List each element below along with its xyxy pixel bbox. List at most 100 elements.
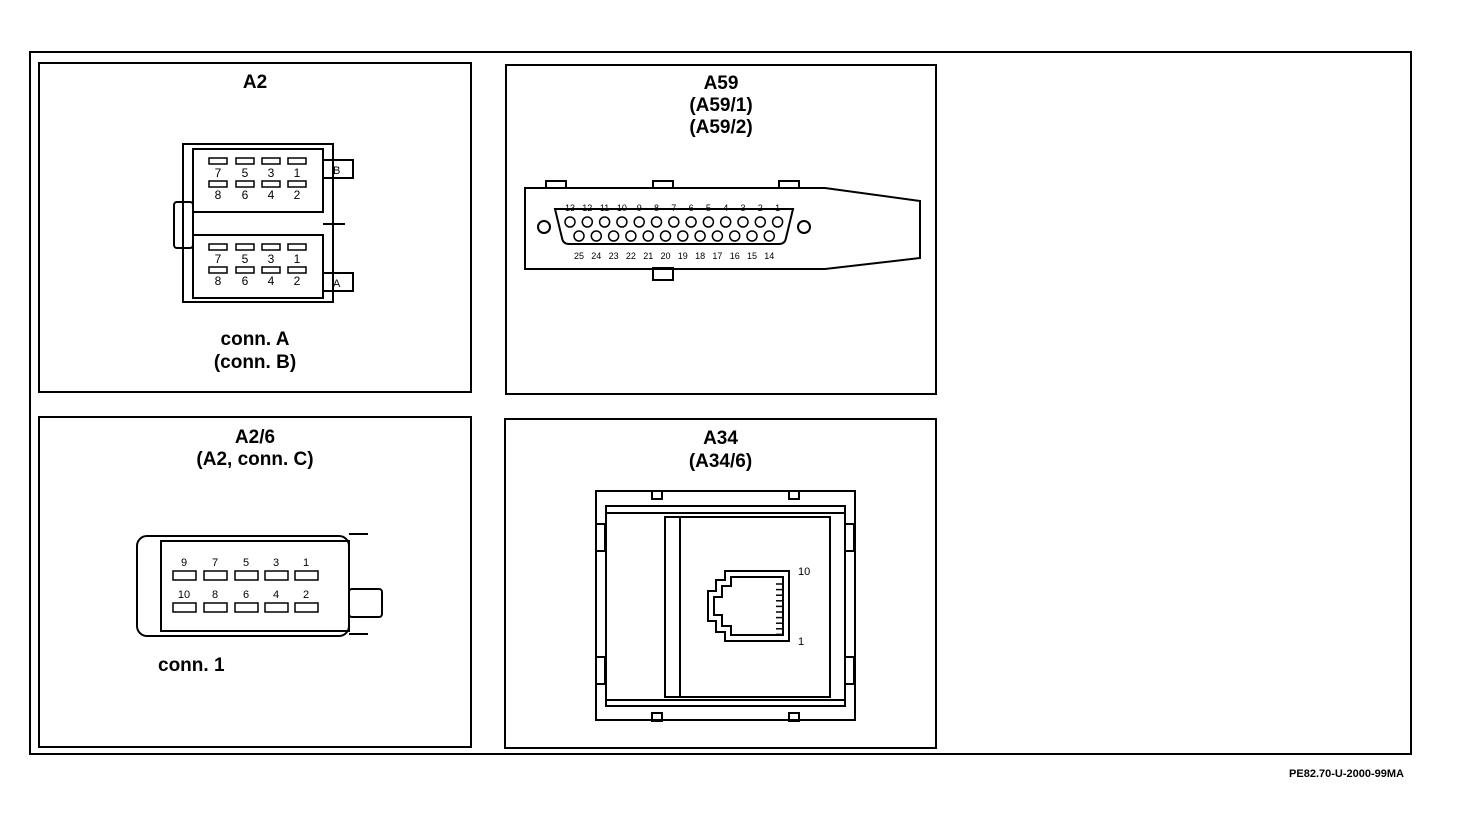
a2-pin-label: 8 [215, 274, 222, 288]
a59-pin-label: 16 [730, 251, 740, 261]
a59-pin-label: 9 [637, 203, 642, 213]
a59-pin-hole [564, 216, 576, 228]
a34-pin-1-label: 1 [798, 636, 804, 648]
a2-6-pin-label: 9 [181, 557, 187, 569]
a2-6-pin-socket [264, 602, 289, 613]
a2-pin-socket [208, 157, 228, 165]
a2-pin-label: 3 [268, 252, 275, 266]
a59-pin-label: 18 [695, 251, 705, 261]
a2-6-pin-socket [294, 570, 319, 581]
a59-pin-hole [677, 230, 689, 242]
a59-pin-hole [633, 216, 645, 228]
a59-pin-label: 15 [747, 251, 757, 261]
a59-pin-hole [711, 230, 724, 242]
a2-pin-label: 2 [294, 188, 301, 202]
a59-pin-hole [616, 216, 628, 228]
panel-a2-title: A2 [242, 72, 268, 93]
a2-6-pin-socket [234, 602, 259, 613]
a2-pin-label: 1 [294, 252, 301, 266]
a59-pin-label: 13 [565, 203, 575, 213]
figure-reference-code: PE82.70-U-2000-99MA [1289, 768, 1404, 780]
a2-6-pin-socket [203, 570, 228, 581]
a2-6-pin-label: 10 [178, 589, 190, 601]
a59-pin-hole [607, 230, 620, 242]
a2-6-pin-label: 8 [212, 589, 218, 601]
a2-6-pin-socket [234, 570, 259, 581]
a2-6-pin-socket [172, 570, 197, 581]
a2-side-label-a: A [333, 278, 341, 290]
a2-pin-label: 4 [268, 188, 275, 202]
a59-pin-hole [650, 216, 663, 228]
a59-pin-label: 19 [678, 251, 688, 261]
a59-pin-label: 23 [609, 251, 619, 261]
a59-pin-label: 11 [600, 203, 609, 213]
a2-6-pin-label: 2 [303, 589, 309, 601]
a59-pin-hole [694, 230, 706, 242]
a34-jack-contacts [776, 583, 783, 636]
a59-pin-label: 12 [582, 203, 592, 213]
a59-pin-hole [581, 216, 594, 228]
a2-pin-socket [287, 180, 307, 188]
a59-pin-hole [598, 216, 611, 228]
a59-pin-label: 20 [660, 251, 670, 261]
a2-6-pin-label: 7 [212, 557, 218, 569]
a2-pin-socket [235, 180, 255, 188]
a59-pin-hole [642, 230, 654, 242]
diagram-frame [29, 51, 1412, 755]
a2-pin-socket [261, 180, 281, 188]
a59-pin-label: 3 [740, 203, 745, 213]
a59-pin-label: 17 [712, 251, 722, 261]
a59-pin-label: 8 [654, 203, 659, 213]
a59-pin-hole [590, 230, 603, 242]
panel-a2-6-title: A2/6 [234, 427, 276, 448]
a2-pin-label: 2 [294, 274, 301, 288]
a59-pin-label: 5 [706, 203, 711, 213]
a2-pin-label: 5 [242, 166, 249, 180]
a2-pin-label: 4 [268, 274, 275, 288]
a59-pin-hole [728, 230, 741, 242]
a2-6-pin-socket [172, 602, 197, 613]
a59-pin-label: 10 [617, 203, 627, 213]
a59-pin-hole [771, 216, 784, 228]
a59-pin-label: 25 [574, 251, 584, 261]
a2-pin-label: 7 [215, 252, 222, 266]
a59-pin-hole [659, 230, 672, 242]
a2-pin-label: 1 [294, 166, 301, 180]
a59-pin-hole [668, 216, 680, 228]
a2-6-pin-label: 1 [303, 557, 309, 569]
a59-pin-hole [746, 230, 758, 242]
a2-pin-socket [287, 266, 307, 274]
a2-6-pin-label: 6 [243, 589, 249, 601]
a59-pin-hole [754, 216, 767, 228]
a59-pin-label: 24 [591, 251, 601, 261]
a34-pin-10-label: 10 [798, 566, 810, 578]
panel-a34: A34 (A34/6) 10 1 [504, 418, 937, 749]
a2-pin-socket [235, 266, 255, 274]
a2-pin-socket [235, 243, 255, 251]
a2-6-caption-conn-1: conn. 1 [158, 655, 225, 676]
panel-a34-subtitle: (A34/6) [688, 451, 753, 472]
a2-pin-socket [287, 243, 307, 251]
a2-pin-label: 3 [268, 166, 275, 180]
a2-pin-socket [261, 243, 281, 251]
a59-pin-label: 6 [689, 203, 694, 213]
a59-pin-label: 1 [775, 203, 780, 213]
connector-a34-drawing: 10 1 [595, 490, 856, 722]
a2-pin-socket [235, 157, 255, 165]
a2-6-pin-label: 5 [243, 557, 249, 569]
a59-pin-label: 7 [671, 203, 676, 213]
a2-pin-label: 6 [242, 274, 249, 288]
a59-pin-hole [737, 216, 749, 228]
a2-pin-socket [208, 266, 228, 274]
a2-pin-label: 8 [215, 188, 222, 202]
a2-caption-conn-b: (conn. B) [213, 352, 297, 373]
